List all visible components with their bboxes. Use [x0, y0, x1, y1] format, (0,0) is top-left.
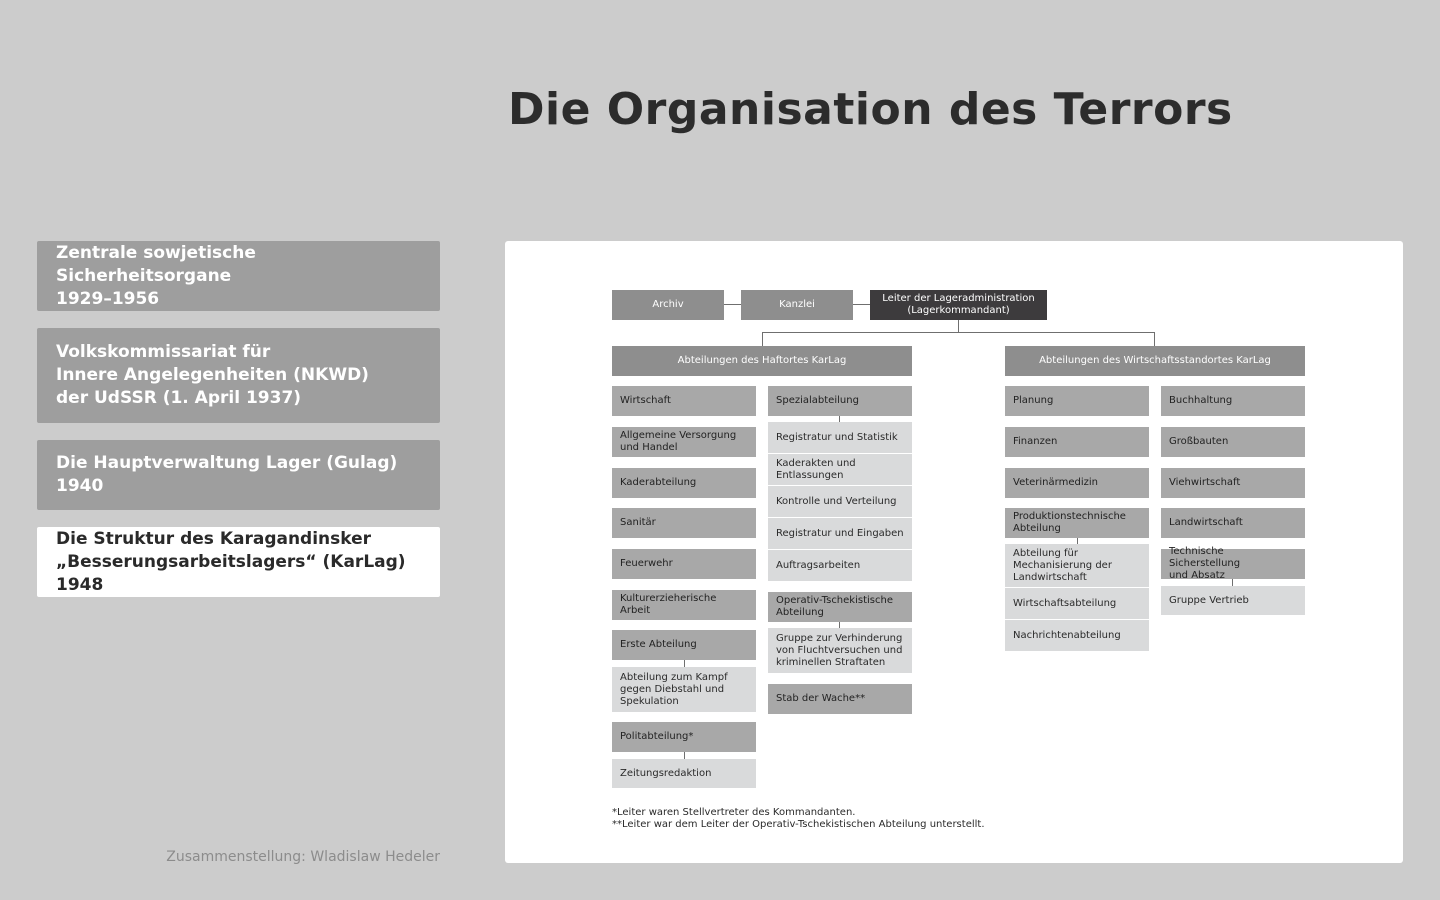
connector-polit-sub — [684, 752, 685, 759]
subdept-fluchtversuche: Gruppe zur Verhinderung von Fluchtversuc… — [768, 628, 912, 673]
connector-operativ-sub — [839, 620, 840, 628]
dept-politabteilung: Politabteilung* — [612, 722, 756, 752]
nav-item-karlag-active[interactable]: Die Struktur des Karagandinsker „Besseru… — [37, 527, 440, 597]
subdept-kontrolle-verteilung: Kontrolle und Verteilung — [768, 486, 912, 517]
connector-kanzlei-leiter — [853, 304, 870, 305]
dept-feuerwehr: Feuerwehr — [612, 549, 756, 579]
dept-spezialabteilung: Spezialabteilung — [768, 386, 912, 416]
dept-technische-sicherstellung: Technische Sicherstellung und Absatz — [1161, 546, 1305, 581]
subdept-kampf-diebstahl: Abteilung zum Kampf gegen Diebstahl und … — [612, 667, 756, 712]
dept-planung: Planung — [1005, 386, 1149, 416]
nav-item-nkwd[interactable]: Volkskommissariat für Innere Angelegenhe… — [37, 328, 440, 423]
subdept-nachrichtenabteilung: Nachrichtenabteilung — [1005, 620, 1149, 651]
dept-wirtschaft: Wirtschaft — [612, 386, 756, 416]
dept-kaderabteilung: Kaderabteilung — [612, 468, 756, 498]
dept-operativ-tschekistische: Operativ-Tschekistische Abteilung — [768, 592, 912, 622]
dept-stab-der-wache: Stab der Wache** — [768, 684, 912, 714]
connector-archiv-kanzlei — [724, 304, 741, 305]
dept-produktionstechnische: Produktionstechnische Abteilung — [1005, 508, 1149, 538]
connector-to-haft — [762, 332, 763, 346]
dept-grossbauten: Großbauten — [1161, 427, 1305, 457]
dept-erste-abteilung: Erste Abteilung — [612, 630, 756, 660]
box-kanzlei: Kanzlei — [741, 290, 853, 320]
nav-item-sicherheitsorgane[interactable]: Zentrale sowjetische Sicherheitsorgane 1… — [37, 241, 440, 311]
connector-horizontal-branch — [762, 332, 1155, 333]
connector-erste-sub — [684, 660, 685, 667]
subdept-wirtschaftsabteilung: Wirtschaftsabteilung — [1005, 588, 1149, 619]
dept-buchhaltung: Buchhaltung — [1161, 386, 1305, 416]
credit: Zusammenstellung: Wladislaw Hedeler — [166, 849, 440, 865]
box-lagerkommandant: Leiter der Lageradministration (Lagerkom… — [870, 290, 1047, 320]
subdept-kaderakten: Kaderakten und Entlassungen — [768, 454, 912, 485]
subdept-registratur-statistik: Registratur und Statistik — [768, 422, 912, 453]
connector-spezial-sub — [839, 416, 840, 422]
subdept-gruppe-vertrieb: Gruppe Vertrieb — [1161, 586, 1305, 615]
footnote-operativ: **Leiter war dem Leiter der Operativ-Tsc… — [612, 819, 985, 830]
dept-veterinaermedizin: Veterinärmedizin — [1005, 468, 1149, 498]
connector-leiter-down — [958, 320, 959, 333]
org-chart-panel: Archiv Kanzlei Leiter der Lageradministr… — [505, 241, 1403, 863]
header-haftort: Abteilungen des Haftortes KarLag — [612, 346, 912, 376]
box-archiv: Archiv — [612, 290, 724, 320]
header-wirtschaftsstandort: Abteilungen des Wirtschaftsstandortes Ka… — [1005, 346, 1305, 376]
dept-viehwirtschaft: Viehwirtschaft — [1161, 468, 1305, 498]
nav-item-gulag[interactable]: Die Hauptverwaltung Lager (Gulag) 1940 — [37, 440, 440, 510]
dept-landwirtschaft: Landwirtschaft — [1161, 508, 1305, 538]
connector-technische-sub — [1232, 579, 1233, 586]
dept-allgemeine-versorgung: Allgemeine Versorgung und Handel — [612, 427, 756, 457]
subdept-auftragsarbeiten: Auftragsarbeiten — [768, 550, 912, 581]
dept-sanitaer: Sanitär — [612, 508, 756, 538]
footnote-stellvertreter: *Leiter waren Stellvertreter des Kommand… — [612, 807, 856, 818]
connector-to-wirt — [1154, 332, 1155, 346]
subdept-mechanisierung: Abteilung für Mechanisierung der Landwir… — [1005, 544, 1149, 587]
subdept-registratur-eingaben: Registratur und Eingaben — [768, 518, 912, 549]
dept-finanzen: Finanzen — [1005, 427, 1149, 457]
connector-produktion-sub — [1077, 538, 1078, 544]
subdept-zeitungsredaktion: Zeitungsredaktion — [612, 759, 756, 788]
dept-kulturerzieherische-arbeit: Kulturerzieherische Arbeit — [612, 590, 756, 620]
page-title: Die Organisation des Terrors — [508, 84, 1233, 135]
